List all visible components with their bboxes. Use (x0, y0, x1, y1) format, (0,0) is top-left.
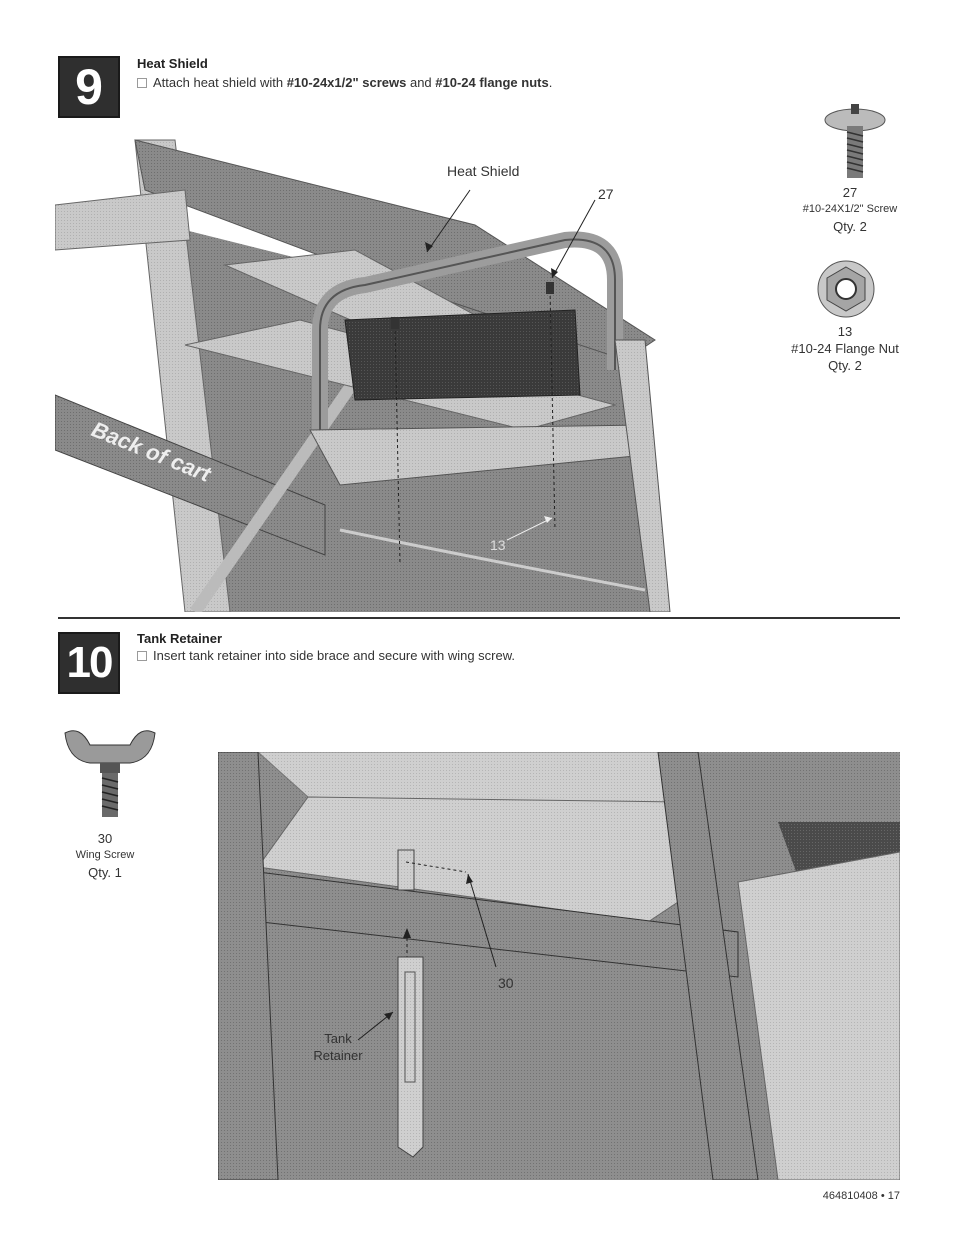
screw-part-name: #10-24X1/2" Screw (802, 203, 898, 215)
wing-screw-part-name: Wing Screw (75, 849, 135, 861)
step-9-instruction-text: Attach heat shield with #10-24x1/2" scre… (153, 75, 553, 90)
nut-part-label: 13 #10-24 Flange Nut Qty. 2 (780, 323, 910, 374)
wing-screw-icon (64, 730, 156, 817)
screw-part-number: 27 (842, 185, 858, 200)
heat-shield-illustration: Back of cart (55, 139, 671, 612)
tank-retainer-callout: Tank Retainer (308, 1030, 368, 1064)
step-10-instruction-text: Insert tank retainer into side brace and… (153, 648, 516, 663)
screw-callout-27: 27 (598, 186, 614, 202)
screw-part-label: 27 #10-24X1/2" Screw Qty. 2 (790, 184, 910, 235)
step-10-number: 10 (66, 638, 114, 687)
nut-callout-13: 13 (490, 537, 506, 553)
wing-screw-part-number: 30 (97, 831, 113, 846)
step-10-checkbox[interactable] (137, 650, 147, 661)
nut-part-number: 13 (837, 324, 853, 339)
tank-retainer-illustration (218, 752, 900, 1180)
nut-part-name: #10-24 Flange Nut (791, 341, 899, 356)
wing-screw-part-label: 30 Wing Screw Qty. 1 (50, 830, 160, 881)
step-9-number: 9 (75, 59, 103, 115)
step-9-title: Heat Shield (137, 56, 208, 71)
wing-screw-callout-30: 30 (498, 975, 514, 991)
screw-icon (824, 104, 886, 178)
nut-part-qty: Qty. 2 (828, 358, 862, 373)
step-10-number-box: 10 (58, 632, 120, 694)
step-9-instruction: Attach heat shield with #10-24x1/2" scre… (137, 75, 552, 90)
page-footer: 464810408 • 17 (822, 1190, 900, 1202)
step-9-checkbox[interactable] (137, 77, 147, 88)
step-10-title: Tank Retainer (137, 631, 223, 646)
step-10-instruction: Insert tank retainer into side brace and… (137, 648, 515, 663)
step-divider (58, 617, 900, 619)
tank-retainer-callout-line2: Retainer (313, 1048, 363, 1063)
flange-nut-icon (817, 260, 875, 318)
step-9-number-box: 9 (58, 56, 120, 118)
screw-part-qty: Qty. 2 (833, 219, 867, 234)
heat-shield-callout: Heat Shield (447, 163, 520, 179)
wing-screw-part-qty: Qty. 1 (88, 865, 122, 880)
tank-retainer-callout-line1: Tank (324, 1031, 352, 1046)
